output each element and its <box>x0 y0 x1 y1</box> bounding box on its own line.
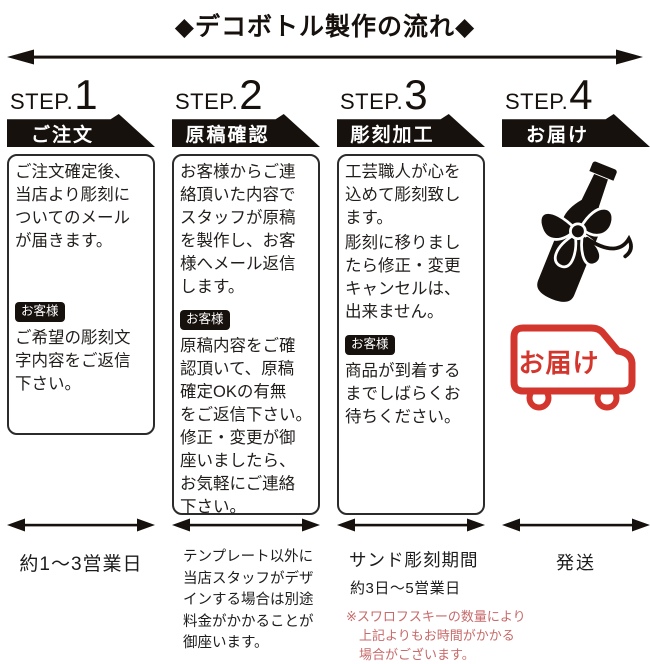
step1-banner-label: ご注文 <box>30 124 94 146</box>
step2-shop-text: お客様からご連 絡頂いた内容で スタッフが原稿 を製作し、お客 様へメール返信 … <box>180 163 296 296</box>
step2-description-box: お客様からご連 絡頂いた内容で スタッフが原稿 を製作し、お客 様へメール返信 … <box>172 154 320 516</box>
duration-col-2: テンプレート以外に 当店スタッフがデザ インする場合は別途 料金がかかることが … <box>172 517 320 664</box>
step4-number: 4 <box>569 71 593 118</box>
step-column-1: STEP. 1 ご注文 ご注文確定後、 当店より彫刻に ついてのメール が届きま… <box>7 71 155 515</box>
duration-caption-shipping: 発送 <box>556 553 596 573</box>
step1-shop-text: ご注文確定後、 当店より彫刻に ついてのメール が届きます。 <box>15 163 131 250</box>
duration-col-4: 発送 <box>502 517 650 664</box>
step3-badge-row: お客様 <box>345 332 477 355</box>
step2-heading: STEP. 2 <box>172 71 320 118</box>
step1-badge-row: お客様 <box>15 299 147 322</box>
page-title: ◆デコボトル製作の流れ◆ <box>174 13 476 41</box>
step2-badge-row: お客様 <box>180 307 312 330</box>
customer-badge: お客様 <box>15 302 65 322</box>
step3-heading: STEP. 3 <box>337 71 485 118</box>
durations-row: 約1〜3営業日 テンプレート以外に 当店スタッフがデザ インする場合は別途 料金… <box>7 517 650 664</box>
delivery-truck-icon: お届け <box>506 322 646 421</box>
step3-banner-label: 彫刻加工 <box>350 124 435 146</box>
step3-shop-text-2: 彫刻に移りまし たら修正・変更 キャンセルは、 出来ません。 <box>345 234 461 321</box>
steps-row: STEP. 1 ご注文 ご注文確定後、 当店より彫刻に ついてのメール が届きま… <box>7 71 650 516</box>
delivery-truck-svg <box>510 324 636 411</box>
step-column-3: STEP. 3 彫刻加工 工芸職人が心を 込めて彫刻致し ます。 彫刻に移りまし… <box>337 71 485 515</box>
step1-number: 1 <box>74 71 98 118</box>
gift-bottle-icon <box>502 155 650 320</box>
step1-customer-text: ご希望の彫刻文 字内容をご返信 下さい。 <box>15 329 131 393</box>
step3-label: STEP. <box>340 89 404 114</box>
duration-arrow-3 <box>337 518 485 532</box>
step2-number: 2 <box>239 71 263 118</box>
step1-label: STEP. <box>10 89 74 114</box>
step2-label: STEP. <box>175 89 239 114</box>
step2-banner-label: 原稿確認 <box>185 124 270 146</box>
step4-heading: STEP. 4 <box>502 71 650 118</box>
step1-banner: ご注文 <box>7 114 155 147</box>
step1-heading: STEP. 1 <box>7 71 155 118</box>
step4-banner-label: お届け <box>525 124 589 146</box>
duration-caption-engraving-days: 約3日〜5営業日 <box>350 580 461 597</box>
step1-description-box: ご注文確定後、 当店より彫刻に ついてのメール が届きます。 お客様 ご希望の彫… <box>7 154 155 435</box>
step3-description-box: 工芸職人が心を 込めて彫刻致し ます。 彫刻に移りまし たら修正・変更 キャンセ… <box>337 154 485 515</box>
step2-banner: 原稿確認 <box>172 114 320 147</box>
step4-label: STEP. <box>505 89 569 114</box>
step3-number: 3 <box>404 71 428 118</box>
step-column-2: STEP. 2 原稿確認 お客様からご連 絡頂いた内容で スタッフが原稿 を製作… <box>172 71 320 516</box>
duration-caption-order: 約1〜3営業日 <box>19 554 143 575</box>
duration-caption-design-note: テンプレート以外に 当店スタッフがデザ インする場合は別途 料金がかかることが … <box>183 549 314 651</box>
step2-customer-text: 原稿内容をご確 認頂いて、原稿 確定OKの有無 をご返信下さい。 修正・変更が御… <box>180 337 312 516</box>
duration-arrow-2 <box>172 518 320 532</box>
duration-caption-engraving-title: サンド彫刻期間 <box>349 550 479 570</box>
duration-arrow-4 <box>502 518 650 532</box>
duration-arrow-1 <box>7 518 155 532</box>
timeline-arrow-full <box>7 49 643 65</box>
duration-col-3: サンド彫刻期間 約3日〜5営業日 ※スワロフスキーの数量により 上記よりもお時間… <box>337 517 526 664</box>
gift-bottle-svg <box>537 161 633 302</box>
step4-banner: お届け <box>502 114 650 147</box>
delivery-truck-label: お届け <box>518 348 600 378</box>
step3-shop-text-1: 工芸職人が心を 込めて彫刻致し ます。 <box>345 163 461 227</box>
customer-badge: お客様 <box>345 335 395 355</box>
duration-col-1: 約1〜3営業日 <box>7 517 155 664</box>
step-column-4: STEP. 4 お届け <box>502 71 650 515</box>
step3-customer-text: 商品が到着する までしばらくお 待ちください。 <box>345 362 461 426</box>
customer-badge: お客様 <box>180 310 230 330</box>
step3-banner: 彫刻加工 <box>337 114 485 147</box>
